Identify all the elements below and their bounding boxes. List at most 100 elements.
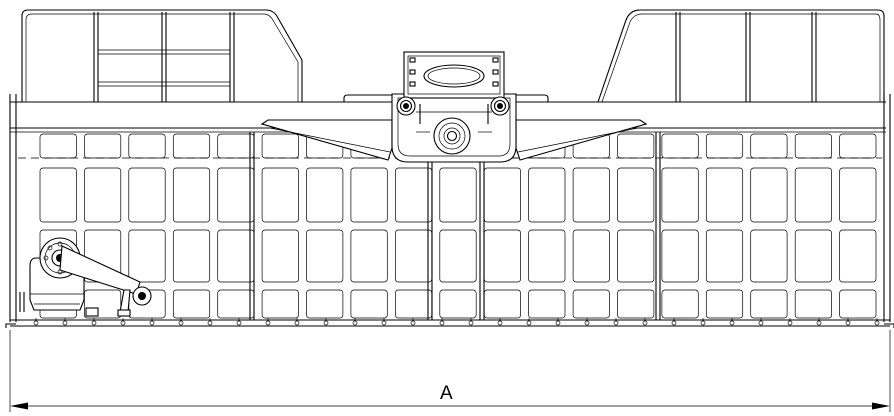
grid-cell	[350, 289, 388, 319]
base-bolt	[816, 320, 822, 326]
grid-cell	[395, 229, 433, 283]
grid-cell	[750, 167, 788, 223]
grid-cell	[617, 289, 655, 319]
grid-cell	[661, 289, 699, 319]
base-bolt	[91, 320, 97, 326]
base-bolt	[323, 320, 329, 326]
grid-cell	[528, 167, 566, 223]
base-bolts	[33, 318, 880, 326]
base-bolt	[613, 320, 619, 326]
grid-cell	[528, 289, 566, 319]
base-bolt	[787, 320, 793, 326]
dimension-label: A	[440, 383, 453, 404]
base-bolt	[120, 320, 126, 326]
base-bolt	[207, 320, 213, 326]
left-pivot-pin	[396, 96, 416, 116]
grid-cell	[39, 133, 77, 159]
grid-cell	[750, 133, 788, 159]
grid-cell	[172, 229, 211, 283]
grid-cell	[128, 229, 166, 283]
grid-cell	[839, 167, 877, 223]
grid-cell	[483, 289, 521, 319]
grid-cell	[217, 167, 255, 223]
grid-cell	[750, 229, 788, 283]
grid-cell	[617, 229, 655, 283]
grid-cell	[128, 167, 166, 223]
base-bolt	[497, 320, 503, 326]
base-bolt	[526, 320, 532, 326]
base-bolt	[439, 320, 445, 326]
grid-cell	[705, 289, 744, 319]
grid-cell	[750, 289, 788, 319]
grid-cell	[794, 229, 832, 283]
grid-cell	[617, 133, 655, 159]
base-bolt	[642, 320, 648, 326]
center-hub	[433, 117, 471, 155]
grid-cell	[794, 289, 832, 319]
grid-cell	[172, 167, 211, 223]
grid-cell	[439, 289, 477, 319]
grid-cell	[439, 167, 477, 223]
base-bolt	[700, 320, 706, 326]
base-bolt	[62, 320, 68, 326]
grid-cell	[839, 289, 877, 319]
grid-cell	[261, 289, 299, 319]
grid-cell	[483, 167, 521, 223]
grid-cell	[572, 229, 610, 283]
grid-cell	[705, 229, 744, 283]
base-bolt	[584, 320, 590, 326]
base-bolt	[729, 320, 735, 326]
grid-cell	[172, 133, 211, 159]
grid-cell	[39, 167, 77, 223]
grid-cell	[306, 289, 344, 319]
grid-cell	[84, 289, 122, 319]
grid-cell	[84, 167, 122, 223]
right-top-rail	[597, 9, 885, 103]
grid-cell	[128, 133, 166, 159]
grid-cell	[528, 229, 566, 283]
grid-cell	[350, 167, 388, 223]
grid-cell	[261, 167, 299, 223]
grid-cell	[661, 133, 699, 159]
grid-cell	[84, 133, 122, 159]
base-bolt	[410, 320, 416, 326]
grid-cell	[217, 133, 255, 159]
base-bolt	[468, 320, 474, 326]
grid-cell	[794, 133, 832, 159]
center-wing-bracket	[260, 119, 648, 161]
grid-cell	[705, 167, 744, 223]
grid-cell	[617, 167, 655, 223]
base-bolt	[381, 320, 387, 326]
grid-cell	[217, 229, 255, 283]
grid-cell	[839, 133, 877, 159]
hitch-plate	[403, 51, 505, 99]
base-bolt	[178, 320, 184, 326]
base-bolt	[758, 320, 764, 326]
grid-cell	[661, 229, 699, 283]
grid-cell	[483, 229, 521, 283]
base-bolt	[294, 320, 300, 326]
frame-posts	[249, 132, 661, 320]
base-bolt	[671, 320, 677, 326]
grid-cell	[306, 167, 344, 223]
base-bolt	[874, 320, 880, 326]
base-bolt	[265, 320, 271, 326]
base-bolt	[149, 320, 155, 326]
grid-cell	[172, 289, 211, 319]
grid-cell	[439, 229, 477, 283]
base-bolt	[845, 320, 851, 326]
base-bolt	[236, 320, 242, 326]
dimension-a	[9, 330, 891, 412]
grid-cell	[261, 229, 299, 283]
base-bolt	[33, 320, 39, 326]
grid-cell	[306, 229, 344, 283]
grid-cell	[572, 167, 610, 223]
bottom-base	[5, 318, 894, 328]
grid-cell	[261, 133, 299, 159]
base-bolt	[555, 320, 561, 326]
right-pivot-pin	[490, 96, 510, 116]
grid-cell	[661, 167, 699, 223]
grid-cell	[350, 229, 388, 283]
grid-cell	[839, 229, 877, 283]
